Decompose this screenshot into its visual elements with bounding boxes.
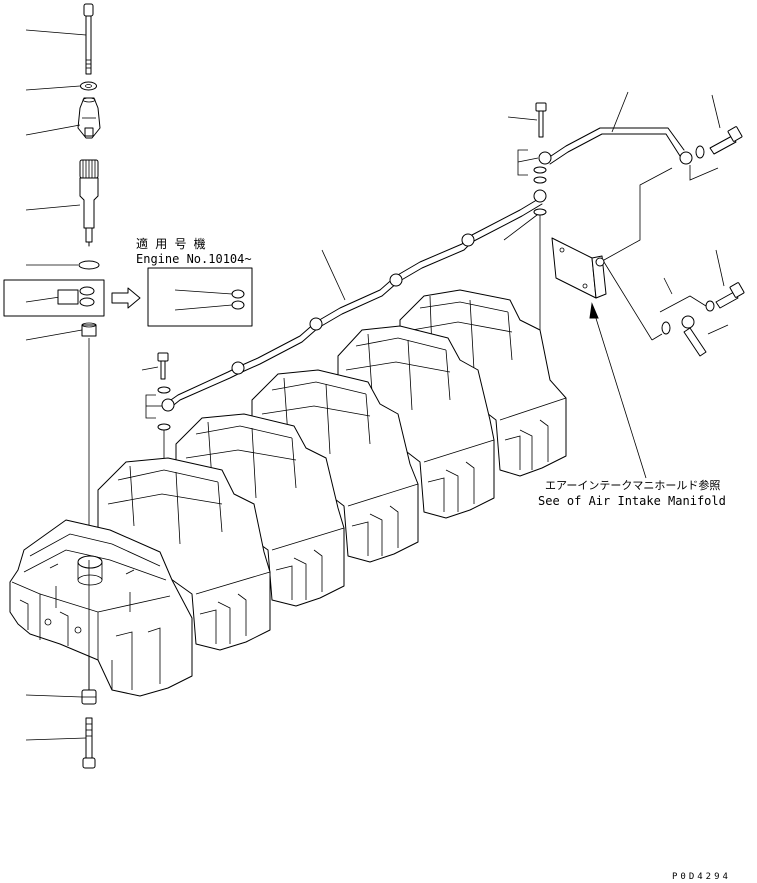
drawing-number: P0D4294 [672, 872, 731, 882]
applicable-note-en: Engine No.10104~ [136, 252, 252, 266]
cylinder-head-1 [9, 519, 193, 697]
lower-nut [81, 689, 97, 705]
injector-clamp [77, 97, 101, 139]
bolt-top [83, 3, 94, 75]
injector-stack [77, 3, 101, 769]
tube-bracket [551, 167, 673, 341]
revised-detail-box [147, 267, 253, 327]
cylinder-heads [9, 289, 567, 697]
oring-detail-box [3, 279, 105, 317]
applicable-note-jp: 適 用 号 機 [136, 237, 206, 251]
arrow-right-icon [111, 287, 141, 309]
cylinder-head-2 [97, 457, 271, 651]
seal-nut [81, 324, 97, 337]
leader-lines-right [141, 91, 721, 419]
reference-arrow [589, 302, 647, 479]
leader-lines-left [25, 29, 87, 741]
reference-note-jp: エアーインテークマニホールド参照 [545, 479, 721, 492]
reference-note-en: See of Air Intake Manifold [538, 494, 726, 508]
arrow-up-icon [589, 302, 599, 319]
fuel-injector [79, 159, 99, 247]
fuel-leak-tube [157, 102, 743, 610]
clamp-bolt-assembly [651, 249, 745, 357]
lower-stud [82, 717, 96, 769]
washer [80, 81, 97, 91]
o-ring [78, 260, 100, 270]
cylinder-head-4 [251, 369, 419, 563]
